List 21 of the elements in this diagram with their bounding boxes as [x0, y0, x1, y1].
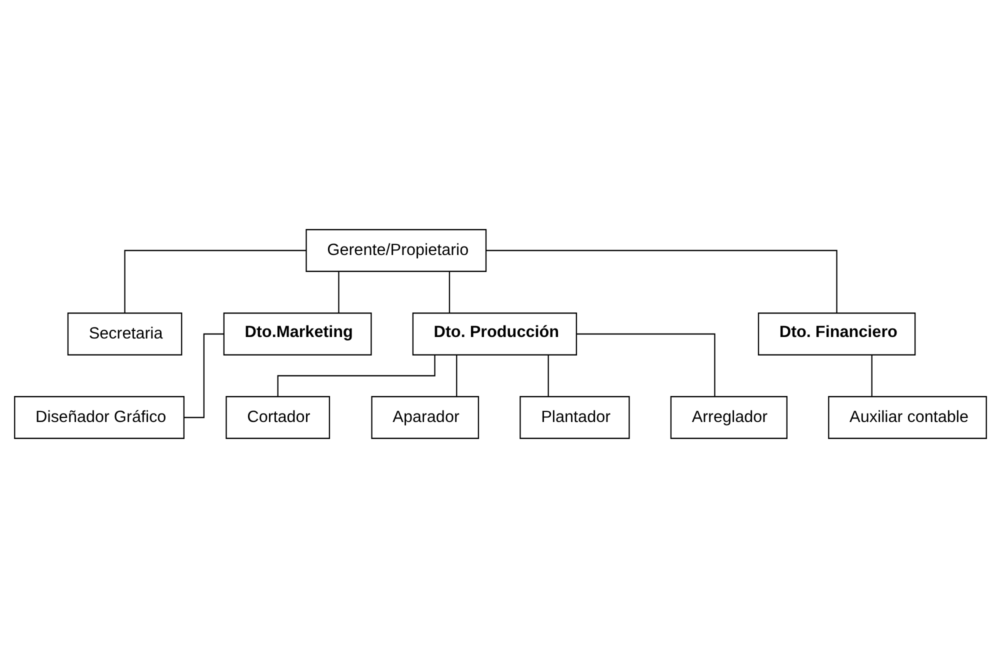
connector: [870, 354, 872, 396]
connector: [448, 271, 450, 312]
node-box: Auxiliar contable: [828, 396, 986, 438]
node-box: Cortador: [225, 396, 330, 438]
node-box: Dto. Financiero: [757, 312, 916, 355]
connector: [456, 354, 457, 396]
node-box: Dto. Producción: [412, 312, 577, 355]
node-box: Plantador: [519, 396, 630, 438]
node-box: Secretaria: [66, 312, 182, 355]
connector: [547, 354, 548, 396]
connector: [486, 249, 837, 312]
connector: [576, 332, 715, 396]
node-box: Gerente/Propietario: [305, 228, 486, 272]
node-box: Dto.Marketing: [222, 312, 372, 355]
node-box: Arreglador: [670, 396, 787, 438]
connector: [276, 354, 435, 396]
node-box: Aparador: [370, 396, 479, 438]
node-box: Diseñador Gráfico: [14, 396, 184, 438]
connector: [184, 332, 224, 418]
connector: [124, 249, 306, 312]
connector: [338, 271, 339, 312]
